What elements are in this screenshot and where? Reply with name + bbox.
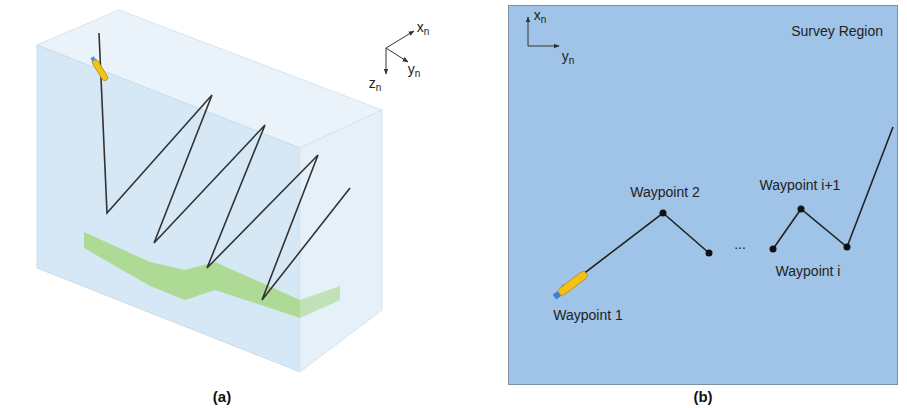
axis-x [386, 31, 414, 48]
panel-tag: (a) [213, 389, 231, 406]
waypoint-dot [844, 244, 851, 251]
axis-label: xn [417, 20, 430, 35]
waypoint-dot [770, 246, 777, 253]
ellipsis: ... [734, 237, 746, 252]
waypoint-dot [798, 206, 805, 213]
block-side [300, 110, 382, 372]
axis-label: yn [408, 62, 421, 77]
glider-icon [552, 270, 589, 300]
axis-label: zn [369, 76, 382, 91]
axis-y [528, 46, 559, 47]
layer-band [84, 232, 300, 318]
glider-trajectory [99, 33, 350, 300]
region-title: Survey Region [791, 24, 883, 39]
waypoint-label: Waypoint 2 [630, 185, 700, 200]
layer-band-side [300, 286, 340, 318]
waypoint-label: Waypoint i+1 [760, 178, 841, 193]
axis-y [386, 48, 408, 62]
axis-label: yn [562, 49, 575, 64]
axis-z [386, 48, 387, 74]
axis-x [528, 17, 529, 46]
waypoint-dot [660, 210, 667, 217]
block-front [37, 45, 300, 372]
glider-icon [90, 56, 109, 82]
panel-tag: (b) [693, 389, 712, 406]
waypoint-dot [706, 250, 713, 257]
axis-label: xn [534, 8, 547, 23]
waypoint-label: Waypoint i [776, 264, 841, 279]
waypoint-label: Waypoint 1 [553, 308, 623, 323]
